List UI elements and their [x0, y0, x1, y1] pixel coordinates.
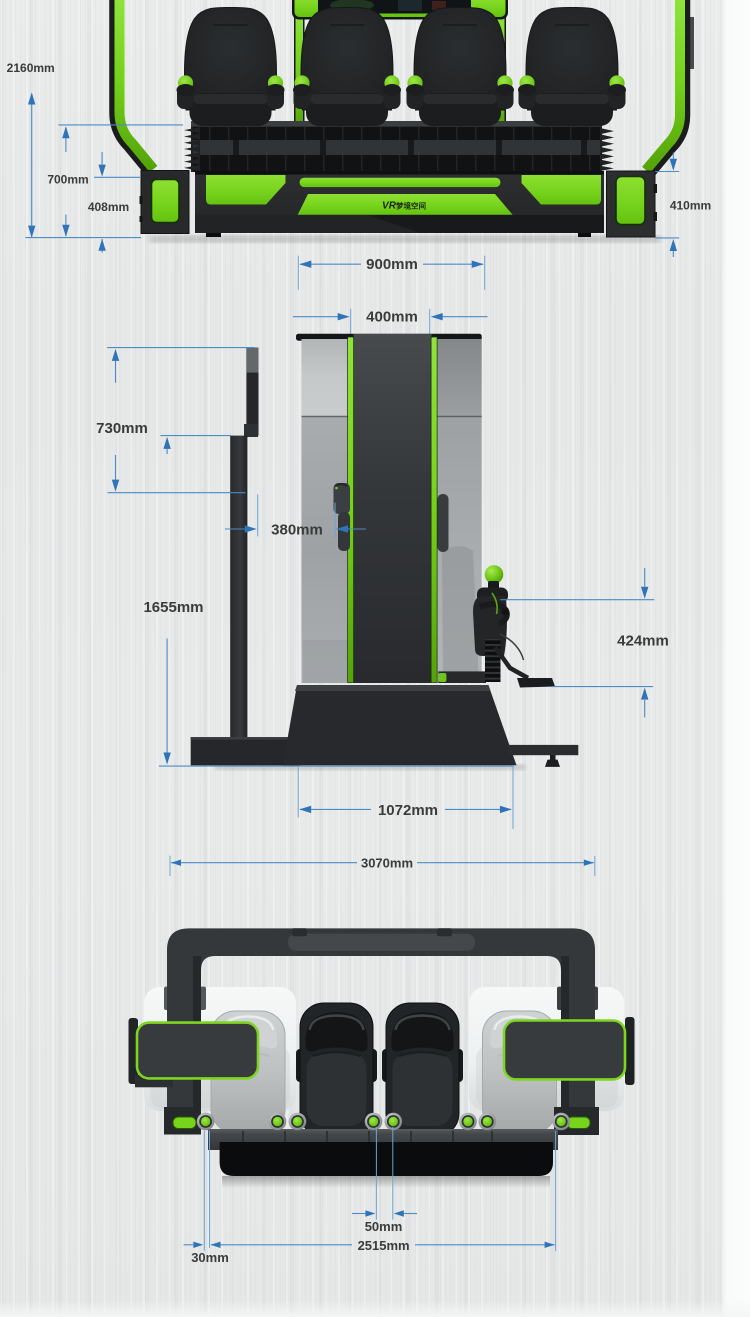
svg-text:3070mm: 3070mm [361, 856, 413, 871]
svg-text:424mm: 424mm [617, 633, 669, 650]
svg-text:1072mm: 1072mm [378, 802, 438, 819]
svg-text:400mm: 400mm [366, 308, 418, 325]
svg-text:1655mm: 1655mm [143, 599, 203, 616]
svg-text:380mm: 380mm [271, 522, 323, 539]
svg-text:VR梦境空间: VR梦境空间 [382, 201, 426, 212]
svg-text:410mm: 410mm [670, 199, 711, 213]
svg-text:30mm: 30mm [191, 1250, 229, 1265]
svg-text:408mm: 408mm [88, 200, 129, 214]
svg-text:50mm: 50mm [365, 1219, 403, 1234]
svg-text:700mm: 700mm [47, 173, 88, 187]
svg-text:2160mm: 2160mm [7, 61, 55, 75]
svg-text:2515mm: 2515mm [358, 1238, 410, 1253]
svg-text:900mm: 900mm [366, 256, 418, 273]
svg-text:730mm: 730mm [96, 420, 148, 437]
